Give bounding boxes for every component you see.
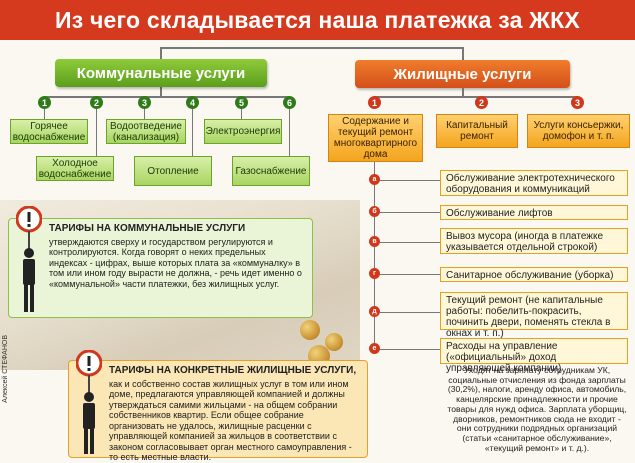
connector xyxy=(96,109,97,157)
connector xyxy=(462,47,464,60)
communal-sewerage: Водоотведение (канализация) xyxy=(106,119,186,144)
detail-management: Расходы на управление («официальный» дох… xyxy=(440,338,628,374)
connector xyxy=(374,162,375,352)
warning-sign-icon xyxy=(75,349,103,458)
detail-letter-g: г xyxy=(369,268,380,279)
management-note: Уходят на зарплату сотрудникам УК, социа… xyxy=(447,365,627,453)
tariff-communal-text: утверждаются сверху и государством регул… xyxy=(49,236,302,289)
detail-letter-v: в xyxy=(369,236,380,247)
detail-sanitation: Санитарное обслуживание (уборка) xyxy=(440,267,628,282)
housing-services-header: Жилищные услуги xyxy=(355,60,570,88)
connector xyxy=(462,88,464,97)
connector xyxy=(144,109,145,119)
tariff-housing-box: ТАРИФЫ НА КОНКРЕТНЫЕ ЖИЛИЩНЫЕ УСЛУГИ, ка… xyxy=(68,360,368,462)
detail-letter-d: д xyxy=(369,306,380,317)
coin xyxy=(325,333,343,351)
communal-number-2: 2 xyxy=(90,96,103,109)
housing-number-1: 1 xyxy=(368,96,381,109)
detail-garbage: Вывоз мусора (иногда в платежке указывае… xyxy=(440,228,628,254)
detail-letter-b: б xyxy=(369,206,380,217)
communal-number-1: 1 xyxy=(38,96,51,109)
connector xyxy=(289,109,290,157)
connector xyxy=(160,87,162,97)
connector xyxy=(380,242,440,243)
communal-number-4: 4 xyxy=(186,96,199,109)
coin xyxy=(300,320,320,340)
warning-sign-icon xyxy=(15,205,43,316)
communal-cold-water: Холодное водоснабжение xyxy=(36,156,114,181)
communal-heating: Отопление xyxy=(134,156,212,186)
communal-number-3: 3 xyxy=(138,96,151,109)
communal-services-header: Коммунальные услуги xyxy=(55,59,267,87)
connector xyxy=(380,349,440,350)
detail-letter-e: е xyxy=(369,343,380,354)
housing-concierge: Услуги консьержки, домофон и т. п. xyxy=(527,114,630,148)
housing-capital-repair: Капитальный ремонт xyxy=(436,114,518,148)
communal-gas: Газоснабжение xyxy=(232,156,310,186)
detail-letter-a: а xyxy=(369,174,380,185)
communal-number-5: 5 xyxy=(235,96,248,109)
communal-hot-water: Горячее водоснабжение xyxy=(10,119,88,144)
communal-number-6: 6 xyxy=(283,96,296,109)
tariff-communal-heading: ТАРИФЫ НА КОММУНАЛЬНЫЕ УСЛУГИ xyxy=(49,223,246,234)
housing-number-3: 3 xyxy=(571,96,584,109)
author-credit: Алексей СТЕФАНОВ xyxy=(2,335,9,403)
detail-current-repair: Текущий ремонт (не капитальные работы: п… xyxy=(440,292,628,339)
connector xyxy=(380,312,440,313)
tariff-housing-heading: ТАРИФЫ НА КОНКРЕТНЫЕ ЖИЛИЩНЫЕ УСЛУГИ, xyxy=(109,365,357,376)
connector xyxy=(44,109,45,119)
connector xyxy=(241,109,242,119)
tariff-housing-text: как и собственно состав жилищных услуг в… xyxy=(109,378,352,463)
detail-electrical: Обслуживание электротехнического оборудо… xyxy=(440,170,628,196)
connector xyxy=(160,47,462,49)
tariff-communal-box: ТАРИФЫ НА КОММУНАЛЬНЫЕ УСЛУГИ утверждают… xyxy=(8,218,313,318)
connector xyxy=(380,212,440,213)
communal-electricity: Электроэнергия xyxy=(204,119,282,144)
housing-maintenance: Содержание и текущий ремонт многоквартир… xyxy=(328,114,423,162)
page-title: Из чего складывается наша платежка за ЖК… xyxy=(0,0,635,40)
connector xyxy=(192,109,193,157)
housing-number-2: 2 xyxy=(475,96,488,109)
connector xyxy=(380,180,440,181)
connector xyxy=(380,274,440,275)
connector xyxy=(44,96,290,98)
connector xyxy=(160,47,162,59)
detail-elevators: Обслуживание лифтов xyxy=(440,205,628,220)
